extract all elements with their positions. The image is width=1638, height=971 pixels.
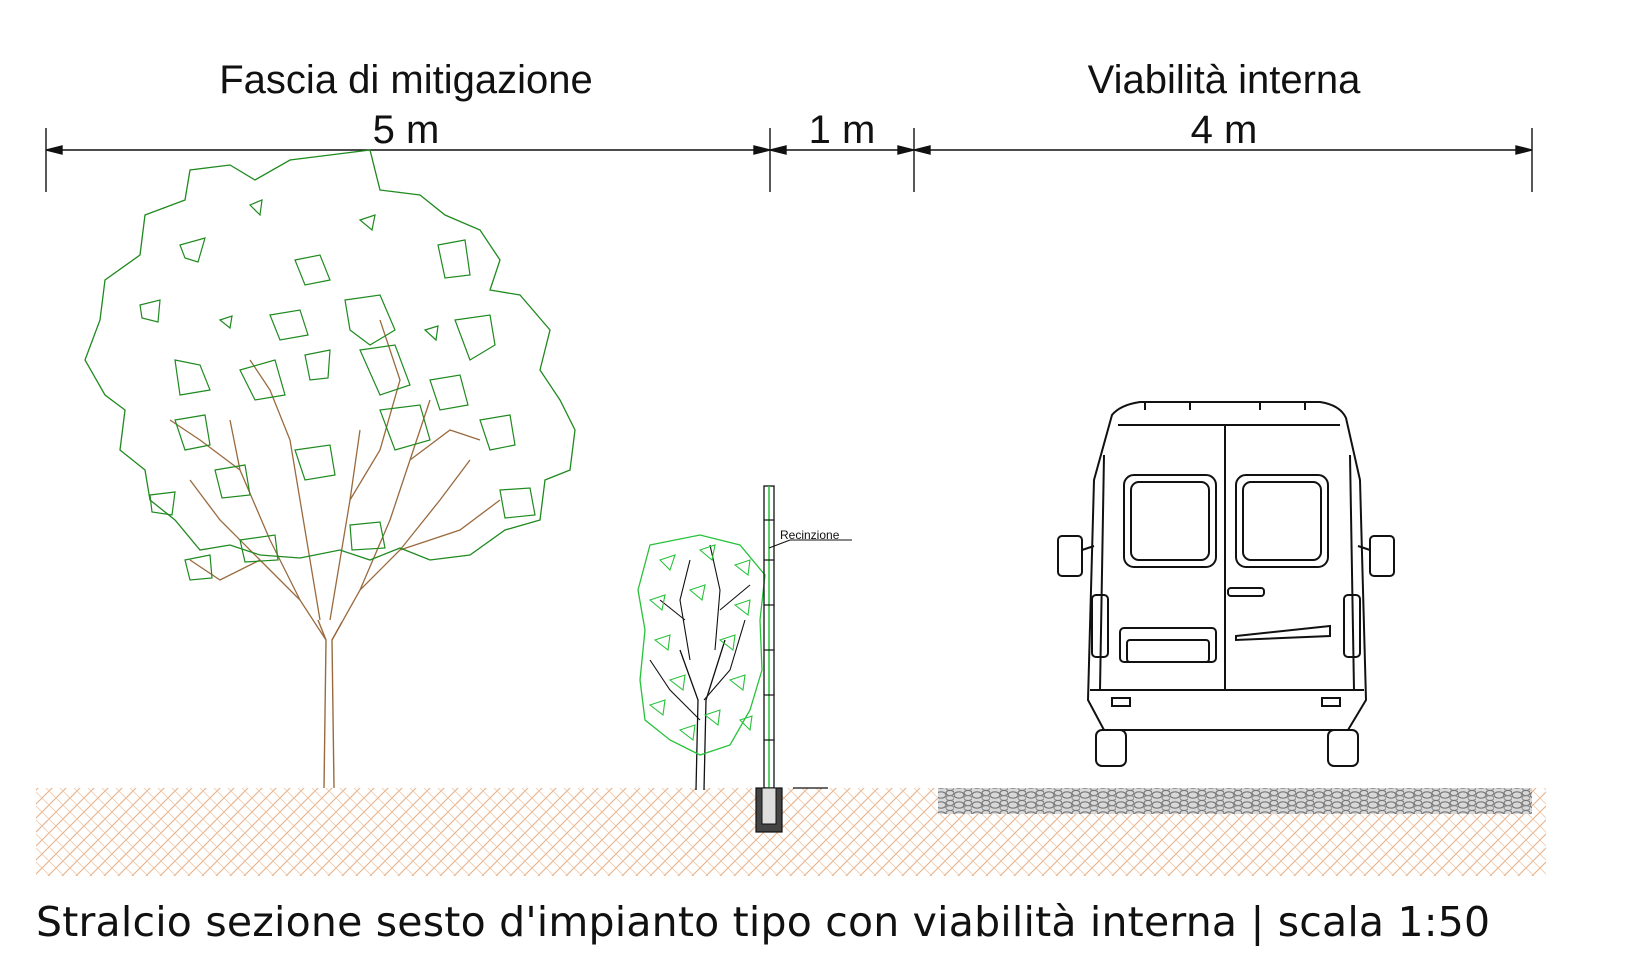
mitigation-title: Fascia di mitigazione [219,58,593,102]
dimension-line [45,128,1533,192]
road-title: Viabilità interna [1087,58,1361,102]
fence-post-icon [755,485,852,833]
figure-caption: Stralcio sezione sesto d'impianto tipo c… [36,898,1491,946]
van-rear-icon [1057,401,1395,767]
road-size: 4 m [1190,108,1258,152]
tree-icon [84,149,576,789]
mitigation-size: 5 m [372,108,440,152]
fence-label: Recinzione [780,528,840,542]
shrub-icon [637,534,766,791]
gap-size: 1 m [808,108,876,152]
